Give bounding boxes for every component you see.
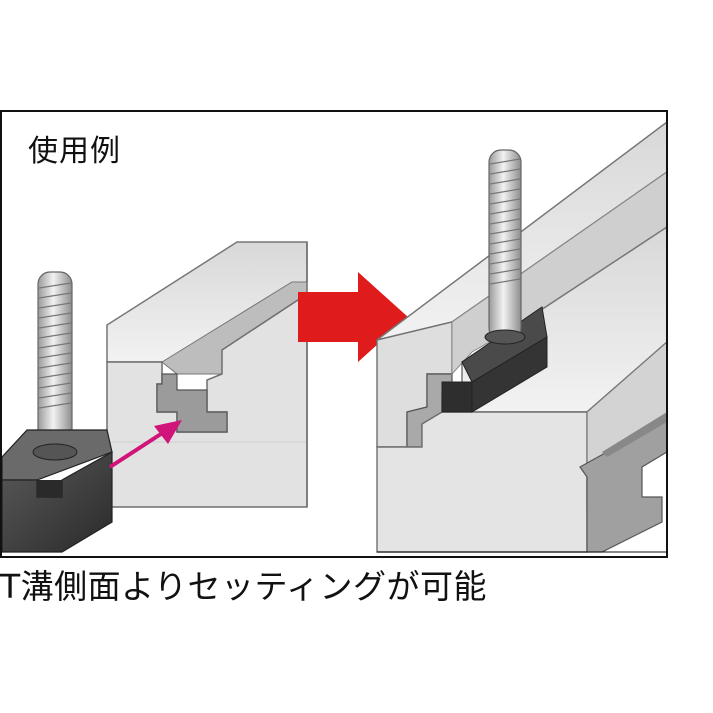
right-tslot-table <box>376 121 666 553</box>
caption-text: T溝側面よりセッティングが可能 <box>0 567 488 606</box>
usage-example-label: 使用例 <box>28 134 121 169</box>
diagram-illustration <box>2 121 666 553</box>
t-nut-bolt-part <box>2 271 113 553</box>
diagram-frame: 使用例 <box>0 110 668 558</box>
insert-direction-arrow <box>108 420 182 469</box>
left-tslot-table <box>106 241 308 508</box>
